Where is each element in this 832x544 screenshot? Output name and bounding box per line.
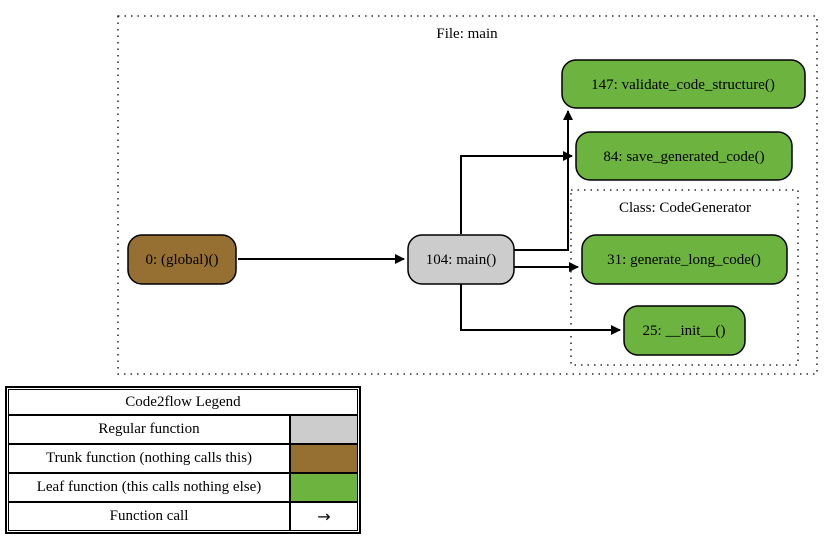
legend-row-regular: Regular function <box>8 415 358 444</box>
node-save-box <box>575 131 793 181</box>
edge-main-to-validate <box>513 110 573 251</box>
node-save-label: 84: save_generated_code() <box>603 149 764 165</box>
edges <box>238 110 621 335</box>
legend-label-leaf: Leaf function (this calls nothing else) <box>8 473 290 502</box>
node-init-label: 25: __init__() <box>643 323 726 339</box>
legend-title: Code2flow Legend <box>8 389 358 415</box>
node-validate-box <box>561 59 806 109</box>
node-generate[interactable]: 31: generate_long_code() <box>581 234 788 285</box>
legend-swatch-leaf <box>290 473 358 502</box>
legend-title-row: Code2flow Legend <box>8 389 358 415</box>
file-cluster <box>117 15 818 375</box>
file-cluster-label: File: main <box>436 26 498 42</box>
node-global[interactable]: 0: (global)() <box>127 234 237 285</box>
node-validate-label: 147: validate_code_structure() <box>591 77 775 93</box>
node-generate-label: 31: generate_long_code() <box>607 252 761 268</box>
node-validate[interactable]: 147: validate_code_structure() <box>561 59 806 109</box>
legend-row-call: Function call → <box>8 502 358 531</box>
legend-label-regular: Regular function <box>8 415 290 444</box>
node-main[interactable]: 104: main() <box>407 234 515 285</box>
legend-row-leaf: Leaf function (this calls nothing else) <box>8 473 358 502</box>
legend: Code2flow Legend Regular function Trunk … <box>5 386 361 534</box>
node-global-label: 0: (global)() <box>146 252 219 268</box>
node-save[interactable]: 84: save_generated_code() <box>575 131 793 181</box>
legend-swatch-trunk <box>290 444 358 473</box>
legend-label-trunk: Trunk function (nothing calls this) <box>8 444 290 473</box>
node-main-box <box>407 234 515 285</box>
edge-main-to-init <box>460 284 621 335</box>
node-init-box <box>623 305 746 356</box>
class-cluster <box>570 189 799 366</box>
edge-main-to-save <box>460 151 573 234</box>
legend-label-call: Function call <box>8 502 290 531</box>
class-cluster-label: Class: CodeGenerator <box>619 200 751 216</box>
arrow-right-icon: → <box>290 502 358 531</box>
legend-swatch-regular <box>290 415 358 444</box>
node-global-box <box>127 234 237 285</box>
legend-table: Code2flow Legend Regular function Trunk … <box>8 389 358 531</box>
node-generate-box <box>581 234 788 285</box>
node-main-label: 104: main() <box>426 252 496 268</box>
node-init[interactable]: 25: __init__() <box>623 305 746 356</box>
legend-row-trunk: Trunk function (nothing calls this) <box>8 444 358 473</box>
